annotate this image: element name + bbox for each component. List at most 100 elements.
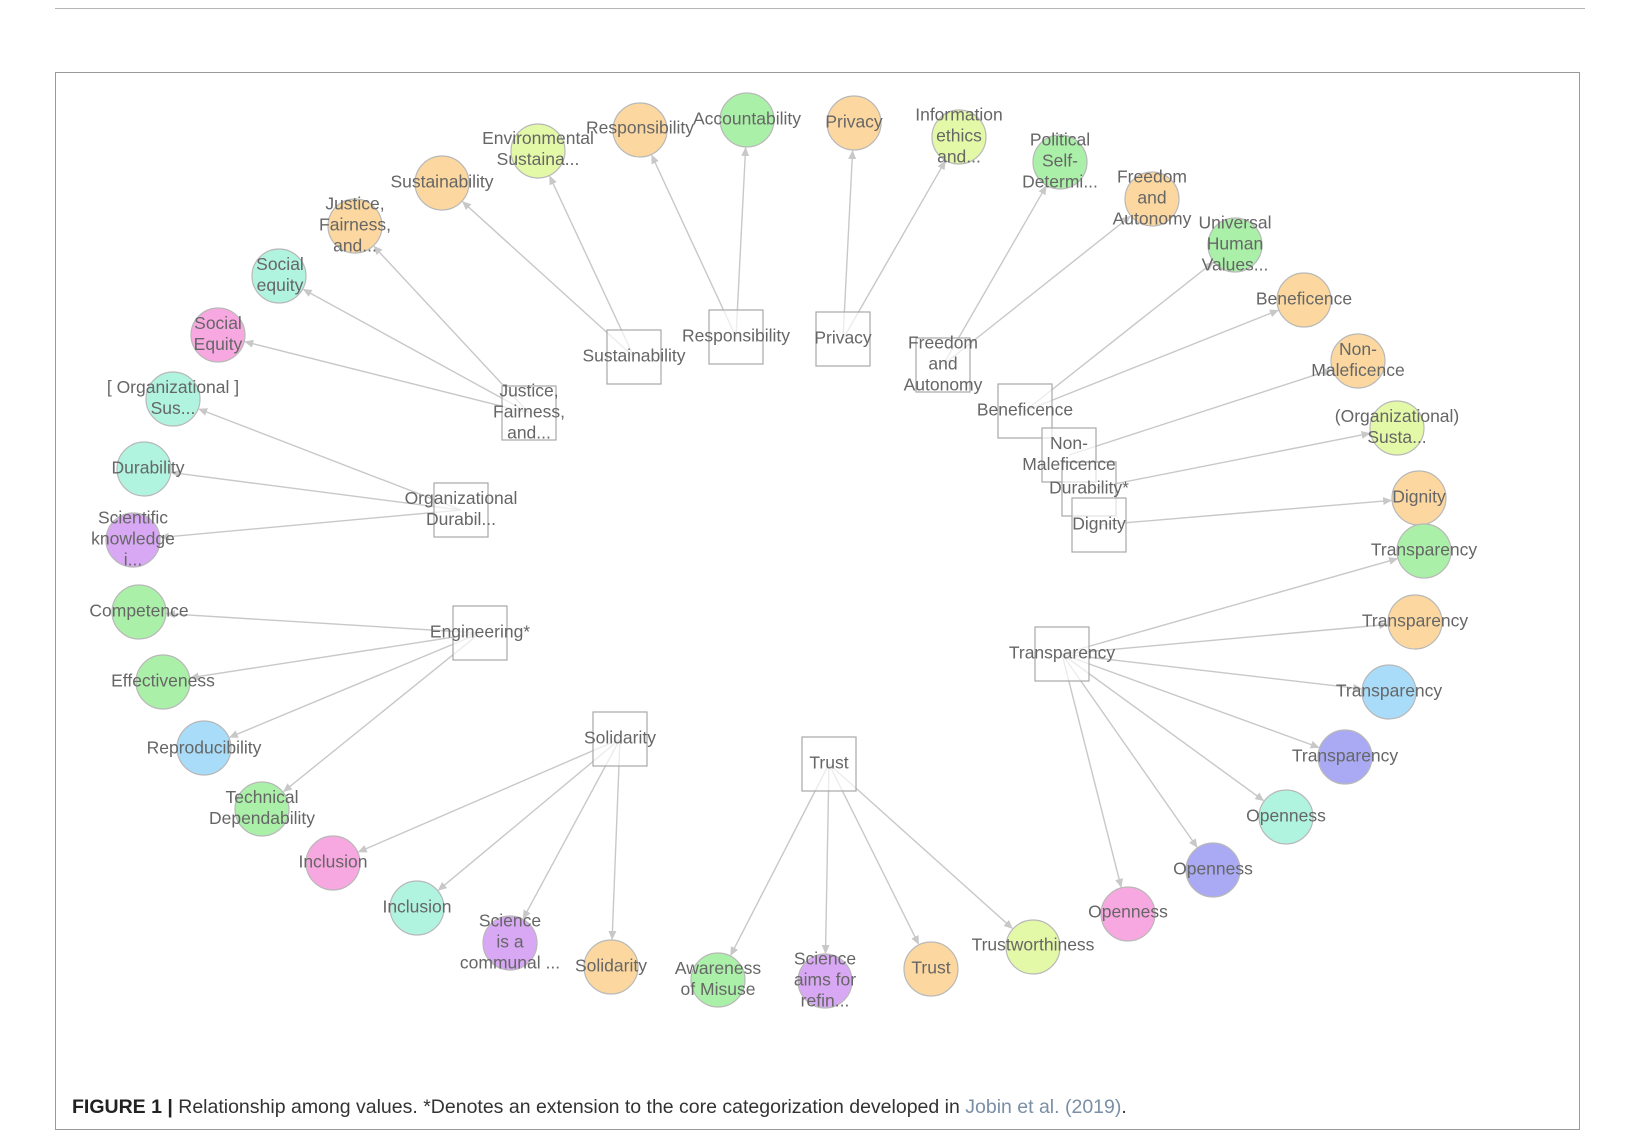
leaf-label-trust: Trust [911,958,950,978]
leaf-node-trustw[interactable] [1005,919,1061,975]
leaf-node-env[interactable] [510,123,566,179]
caption-text: Relationship among values. *Denotes an e… [178,1096,960,1118]
leaf-node-trust[interactable] [903,941,959,997]
leaf-node-incl1[interactable] [305,835,361,891]
edge-orgdur-to-scik [159,509,462,541]
leaf-node-infoeth[interactable] [931,109,987,165]
edge-jfa-to-jfa [373,245,530,414]
edge-sust-to-env [549,175,635,358]
hub-label-non-maleficence: Non-Maleficence [1022,433,1115,474]
edge-benef-to-benef [1024,309,1279,412]
leaf-node-tr4[interactable] [1317,729,1373,785]
edge-orgdur-to-orgsus [198,408,462,511]
edge-transp-to-open2 [1061,653,1198,848]
leaf-label-open1: Openness [1246,806,1326,826]
leaf-label-open2: Openness [1173,859,1253,879]
edge-transp-to-tr2 [1061,621,1389,655]
edge-solid-to-incl1 [357,738,621,853]
leaf-node-benef[interactable] [1276,272,1332,328]
caption-reference-link[interactable]: Jobin et al. (2019) [965,1096,1122,1118]
hub-node-engineering[interactable] [452,605,508,661]
leaf-node-sciaims[interactable] [797,953,853,1009]
hub-node-justice-fairness-and[interactable] [501,385,557,441]
leaf-node-solid[interactable] [583,939,639,995]
hub-node-transparency[interactable] [1034,626,1090,682]
leaf-node-durab[interactable] [116,441,172,497]
leaf-label-comp: Competence [89,601,188,621]
leaf-label-acc: Accountability [693,109,801,129]
leaf-node-tr2[interactable] [1387,594,1443,650]
leaf-label-tr2: Transparency [1362,611,1469,631]
leaf-label-durab: Durability [112,458,185,478]
leaf-node-polsd[interactable] [1032,134,1088,190]
leaf-node-socequity1[interactable] [251,248,307,304]
leaf-node-tr3[interactable] [1361,664,1417,720]
leaf-node-aware[interactable] [690,952,746,1008]
leaf-node-tr1[interactable] [1396,523,1452,579]
hub-label-beneficence: Beneficence [977,400,1073,420]
hub-node-privacy[interactable] [815,311,871,367]
edge-trust-to-trust [828,763,920,945]
leaf-node-univ[interactable] [1207,217,1263,273]
hub-label-sustainability: Sustainability [582,346,685,366]
leaf-node-open1[interactable] [1258,789,1314,845]
edge-transp-to-tr3 [1061,653,1363,692]
leaf-node-comp[interactable] [111,584,167,640]
leaf-node-repro[interactable] [176,720,232,776]
edge-resp-to-acc [735,147,750,338]
leaf-node-acc[interactable] [719,92,775,148]
leaf-node-techdep[interactable] [234,781,290,837]
edge-free-to-polsd [942,185,1047,366]
leaf-label-orgsus: [ Organizational ]Sus... [107,377,239,418]
edge-trust-to-aware [730,763,830,956]
hub-node-freedom-and-autonomy[interactable] [915,337,971,393]
edge-priv-to-priv [842,150,857,340]
leaf-node-open2[interactable] [1185,842,1241,898]
leaf-label-incl1: Inclusion [298,852,367,872]
top-rule [55,8,1585,9]
hubs-layer [433,309,1127,792]
edge-transp-to-tr4 [1061,653,1320,749]
leaf-node-jfa[interactable] [327,198,383,254]
leaf-label-trustw: Trustworthiness [972,935,1095,955]
edge-eng-to-eff [189,632,481,681]
leaf-node-incl2[interactable] [389,880,445,936]
leaf-label-tr3: Transparency [1336,681,1443,701]
edge-transp-to-open3 [1061,653,1124,888]
leaf-node-nonmal[interactable] [1330,333,1386,389]
leaf-node-orgsus[interactable] [145,371,201,427]
leaf-node-scicomm[interactable] [482,915,538,971]
leaf-node-eff[interactable] [135,654,191,710]
edge-orgdur-to-durab [170,469,462,511]
hub-node-sustainability[interactable] [606,329,662,385]
edge-nonmal-to-nonmal [1068,368,1333,456]
hub-node-dignity[interactable] [1071,497,1127,553]
hub-node-trust[interactable] [801,736,857,792]
leaf-label-nonmal: Non-Maleficence [1311,339,1404,380]
leaf-node-socequity2[interactable] [190,307,246,363]
hub-label-solidarity: Solidarity [584,728,656,748]
hub-node-organizational-durabil[interactable] [433,482,489,538]
leaf-node-open3[interactable] [1100,886,1156,942]
leaf-node-freeaut[interactable] [1124,171,1180,227]
hub-node-solidarity[interactable] [592,711,648,767]
leaf-label-orgsusta: (Organizational)Susta... [1335,406,1460,447]
leaf-node-scik[interactable] [105,512,161,568]
edge-free-to-freeaut [942,215,1131,366]
leaf-label-sustain: Sustainability [390,172,493,192]
edge-trust-to-trustw [828,763,1013,929]
leaf-node-sustain[interactable] [414,155,470,211]
hub-node-responsibility[interactable] [708,309,764,365]
leaf-node-orgsusta[interactable] [1369,400,1425,456]
hub-label-trust: Trust [809,753,848,773]
hub-label-justice-fairness-and: Justice,Fairness,and... [493,381,565,443]
leaf-node-resp[interactable] [612,102,668,158]
leaf-node-priv[interactable] [826,95,882,151]
